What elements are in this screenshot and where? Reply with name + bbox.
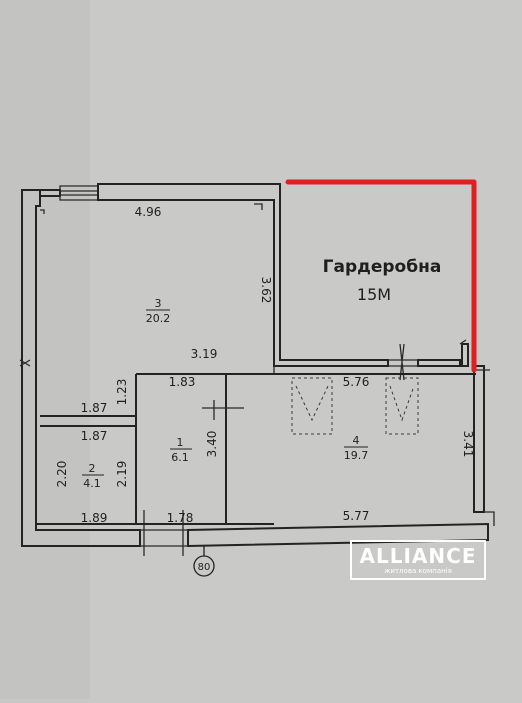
dim-room3-bottom: 3.19 bbox=[191, 347, 218, 361]
dim-hall-width: 1.83 bbox=[169, 375, 196, 389]
room-3-number: 3 bbox=[155, 297, 162, 310]
axis-marker: 80 bbox=[193, 546, 215, 577]
dim-room2-left: 2.20 bbox=[55, 461, 69, 488]
annotation-size: 15М bbox=[357, 285, 391, 304]
interior-walls bbox=[36, 203, 476, 525]
annotation-red-line bbox=[285, 179, 477, 373]
room-3-area: 20.2 bbox=[146, 312, 171, 325]
dim-hall-height: 1.23 bbox=[115, 379, 129, 406]
room-1-area: 6.1 bbox=[171, 451, 189, 464]
room-3-label: 3 20.2 bbox=[146, 297, 171, 325]
dim-room1-height: 3.40 bbox=[205, 431, 219, 458]
room-4-fixtures bbox=[291, 377, 419, 435]
room-1-number: 1 bbox=[177, 436, 184, 449]
dim-room2-right: 2.19 bbox=[115, 461, 129, 488]
room-2-area: 4.1 bbox=[83, 477, 101, 490]
room-1-label: 1 6.1 bbox=[170, 436, 192, 464]
dim-room2-bottom: 1.89 bbox=[81, 511, 108, 525]
dim-room4-height: 3.41 bbox=[461, 431, 475, 458]
room-2-label: 2 4.1 bbox=[82, 462, 104, 490]
dim-right-room3: 3.62 bbox=[259, 277, 273, 304]
dim-room4-top: 5.76 bbox=[343, 375, 370, 389]
dim-room4-bottom: 5.77 bbox=[343, 509, 370, 523]
logo-tagline: житлова компанія bbox=[384, 567, 452, 575]
logo-brand: ALLIANCE bbox=[359, 544, 477, 568]
dimension-ticks bbox=[19, 339, 467, 367]
room-4-number: 4 bbox=[353, 434, 360, 447]
paper-shadow bbox=[0, 0, 90, 699]
room-2-number: 2 bbox=[89, 462, 96, 475]
dim-room1-bottom: 1.78 bbox=[167, 511, 194, 525]
dim-corridor-top: 1.87 bbox=[81, 401, 108, 415]
room-4-area: 19.7 bbox=[344, 449, 369, 462]
room-4-label: 4 19.7 bbox=[344, 434, 369, 462]
dim-top: 4.96 bbox=[135, 205, 162, 219]
axis-marker-label: 80 bbox=[198, 562, 211, 573]
annotation-title: Гардеробна bbox=[323, 257, 442, 277]
exterior-walls bbox=[21, 183, 495, 556]
alliance-logo: ALLIANCE житлова компанія bbox=[350, 540, 486, 580]
dim-room2-top: 1.87 bbox=[81, 429, 108, 443]
